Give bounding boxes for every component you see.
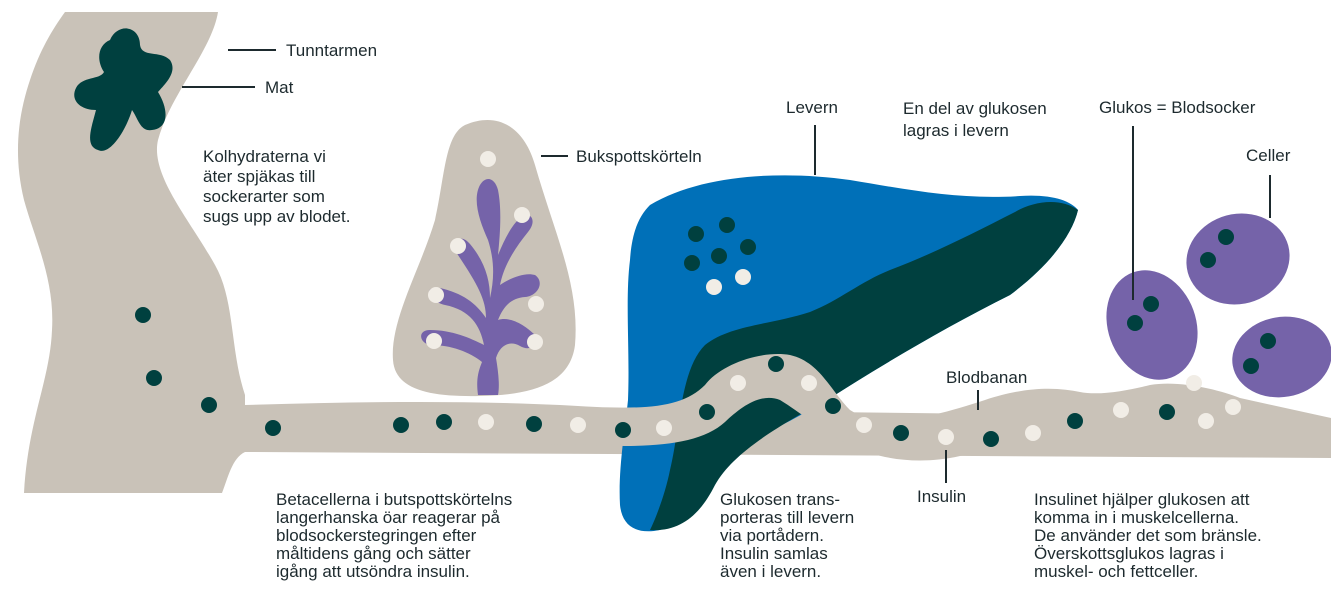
glucose-dot — [615, 422, 631, 438]
glucose-dot — [768, 356, 784, 372]
glucose-dot — [740, 239, 756, 255]
glucose-dot — [436, 414, 452, 430]
glucose-dot — [719, 217, 735, 233]
glucose-dot — [1218, 229, 1234, 245]
glucose-dot — [135, 307, 151, 323]
glucose-dot — [983, 431, 999, 447]
glucose-dot — [1143, 296, 1159, 312]
glucose-dot — [684, 255, 700, 271]
insulin-dot — [801, 375, 817, 391]
glucose-dot — [201, 397, 217, 413]
glucose-dot — [526, 416, 542, 432]
text-betacellerna: Betacellerna i butspottskörtelns langerh… — [276, 491, 512, 581]
insulin-dot — [570, 417, 586, 433]
glucose-dot — [1127, 315, 1143, 331]
insulin-dot — [480, 151, 496, 167]
insulin-dot — [450, 238, 466, 254]
text-kolhydrater: Kolhydraterna vi äter spjäkas till socke… — [203, 147, 350, 227]
label-glukos-blodsocker: Glukos = Blodsocker — [1099, 98, 1255, 118]
glucose-dot — [825, 398, 841, 414]
insulin-dot — [478, 414, 494, 430]
text-glukosen-transporteras: Glukosen trans- porteras till levern via… — [720, 491, 854, 581]
cell — [1226, 309, 1331, 405]
insulin-dot — [426, 333, 442, 349]
insulin-dot — [514, 207, 530, 223]
label-glukos-lagras: En del av glukosen lagras i levern — [903, 98, 1047, 142]
insulin-dot — [428, 287, 444, 303]
insulin-dot — [938, 429, 954, 445]
label-levern: Levern — [786, 98, 838, 118]
glucose-dot — [393, 417, 409, 433]
label-tunntarmen: Tunntarmen — [286, 41, 377, 61]
glucose-dot — [1243, 358, 1259, 374]
label-celler: Celler — [1246, 146, 1290, 166]
insulin-dot — [527, 334, 543, 350]
insulin-dot — [1186, 375, 1202, 391]
insulin-dot — [856, 417, 872, 433]
insulin-dot — [730, 375, 746, 391]
insulin-dot — [656, 420, 672, 436]
glucose-dot — [688, 226, 704, 242]
glucose-dot — [146, 370, 162, 386]
cell — [1176, 202, 1300, 316]
glucose-dot — [265, 420, 281, 436]
text-insulinet: Insulinet hjälper glukosen att komma in … — [1034, 491, 1262, 581]
insulin-dot — [735, 269, 751, 285]
glucose-dot — [699, 404, 715, 420]
label-mat: Mat — [265, 78, 293, 98]
insulin-dot — [1225, 399, 1241, 415]
label-blodbanan: Blodbanan — [946, 368, 1027, 388]
glucose-dot — [1159, 404, 1175, 420]
insulin-dot — [706, 279, 722, 295]
insulin-dot — [528, 296, 544, 312]
label-insulin: Insulin — [917, 487, 966, 507]
label-bukspottskorteln: Bukspottskörteln — [576, 147, 702, 167]
insulin-dot — [1113, 402, 1129, 418]
glucose-dot — [1200, 252, 1216, 268]
glucose-dot — [1067, 413, 1083, 429]
insulin-dot — [1025, 425, 1041, 441]
glucose-dot — [1260, 333, 1276, 349]
insulin-dot — [1198, 413, 1214, 429]
glucose-dot — [711, 248, 727, 264]
glucose-dot — [893, 425, 909, 441]
